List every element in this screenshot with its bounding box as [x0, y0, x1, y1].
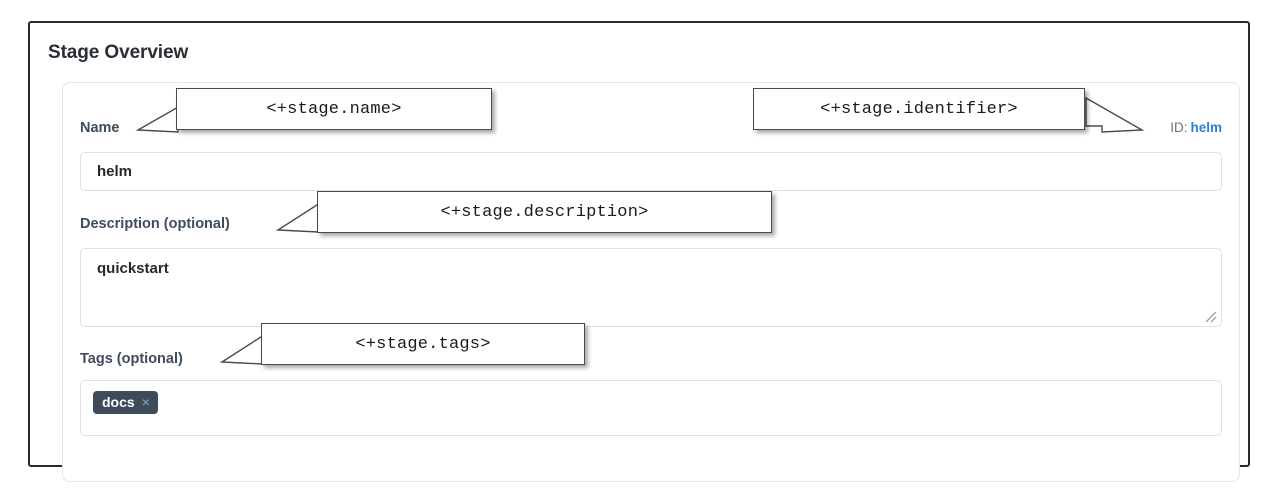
- tags-field-label: Tags (optional): [80, 351, 183, 367]
- callout-stage-identifier-text: <+stage.identifier>: [820, 99, 1018, 119]
- description-textarea[interactable]: quickstart: [80, 248, 1222, 327]
- callout-stage-name: <+stage.name>: [176, 88, 492, 130]
- tag-chip-label: docs: [102, 394, 135, 410]
- callout-stage-identifier: <+stage.identifier>: [753, 88, 1085, 130]
- callout-stage-tags: <+stage.tags>: [261, 323, 585, 365]
- callout-stage-description: <+stage.description>: [317, 191, 772, 233]
- name-input[interactable]: [80, 152, 1222, 191]
- callout-stage-name-text: <+stage.name>: [266, 99, 402, 119]
- description-field-label: Description (optional): [80, 216, 230, 232]
- tags-input-container[interactable]: docs ×: [80, 380, 1222, 436]
- callout-stage-description-text: <+stage.description>: [440, 202, 649, 222]
- name-field-label: Name: [80, 120, 120, 136]
- tag-chip[interactable]: docs ×: [93, 391, 158, 414]
- stage-identifier-line: ID:helm: [1170, 120, 1222, 135]
- tag-remove-icon[interactable]: ×: [141, 394, 150, 410]
- page-title: Stage Overview: [48, 42, 189, 63]
- stage-identifier-value[interactable]: helm: [1190, 120, 1222, 135]
- callout-stage-tags-text: <+stage.tags>: [355, 334, 491, 354]
- callout-tail-stage-identifier: [1085, 96, 1145, 133]
- stage-identifier-label: ID:: [1170, 120, 1188, 135]
